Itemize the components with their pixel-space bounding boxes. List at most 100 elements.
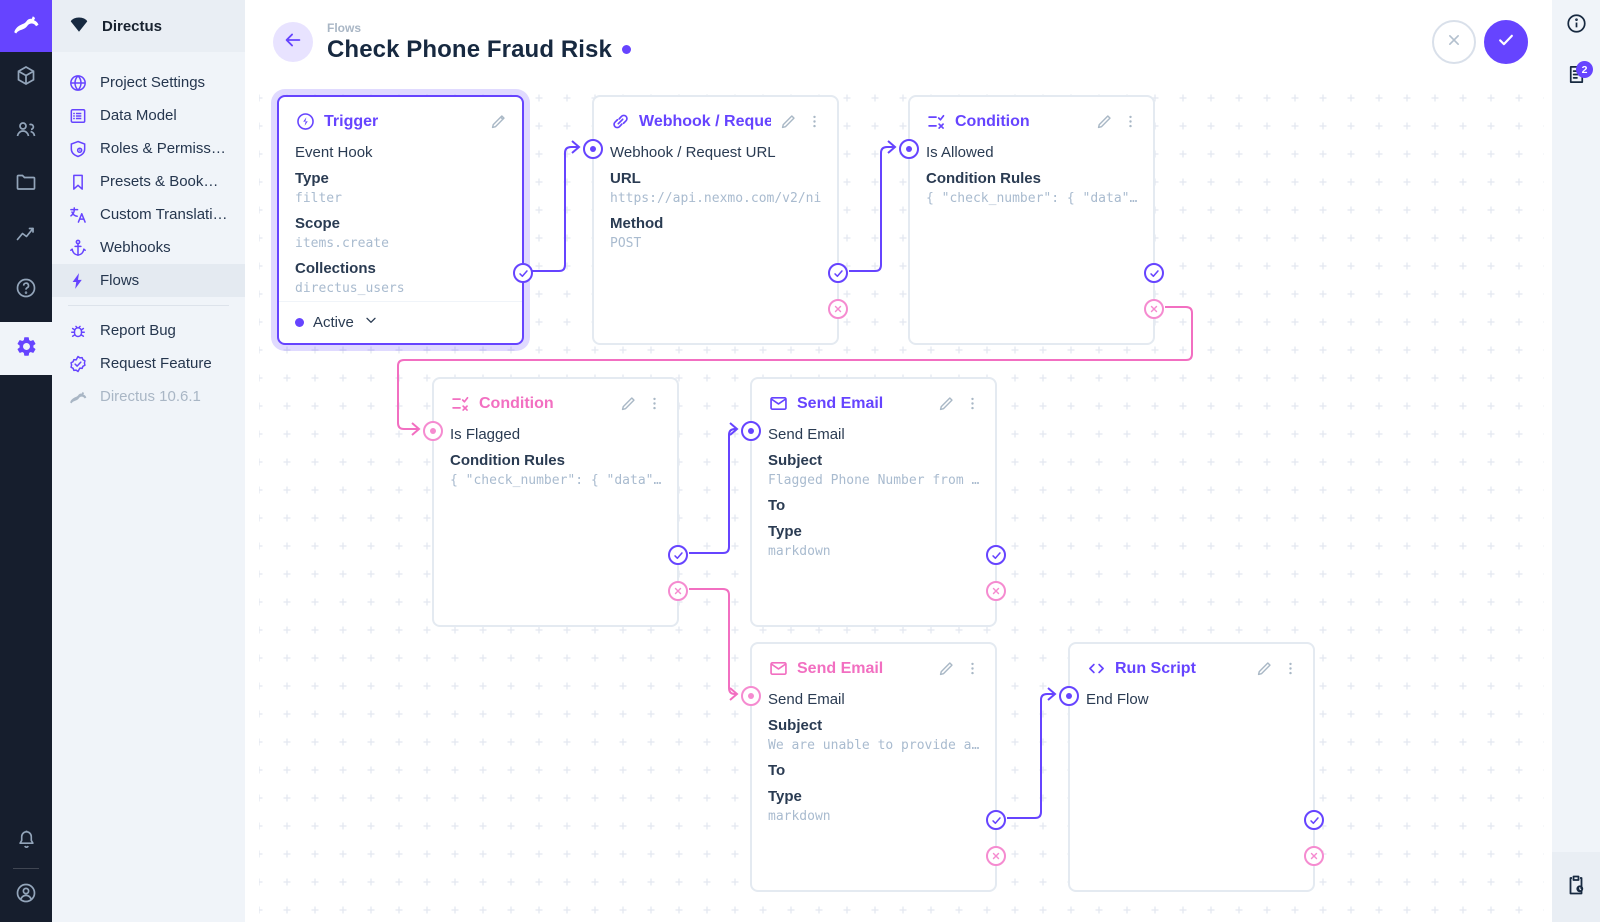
card-title: Send Email — [797, 659, 884, 677]
cube-icon — [14, 64, 38, 93]
directus-logo[interactable] — [0, 0, 52, 52]
verified-icon — [68, 354, 88, 374]
input-connector[interactable] — [1059, 686, 1079, 706]
module-settings[interactable] — [0, 322, 52, 375]
input-connector[interactable] — [741, 421, 761, 441]
module-help[interactable] — [0, 264, 52, 317]
more-options-icon[interactable] — [1282, 660, 1299, 677]
field-value: https://api.nexmo.com/v2/ni — [610, 191, 821, 206]
reject-connector[interactable] — [986, 581, 1006, 601]
field-value: Flagged Phone Number from … — [768, 473, 979, 488]
input-connector[interactable] — [741, 686, 761, 706]
sidebar-bottom-section — [1552, 852, 1600, 922]
account-button[interactable] — [0, 869, 52, 922]
save-button[interactable] — [1484, 20, 1528, 64]
more-options-icon[interactable] — [1122, 113, 1139, 130]
pending-revisions-button[interactable] — [1552, 861, 1600, 913]
logs-count-badge: 2 — [1576, 61, 1593, 78]
module-users[interactable] — [0, 105, 52, 158]
more-options-icon[interactable] — [964, 660, 981, 677]
logs-button[interactable]: 2 — [1552, 52, 1600, 102]
edit-icon[interactable] — [489, 112, 508, 131]
sidebar-item-presets-bookmarks[interactable]: Presets & Bookmarks — [52, 165, 245, 198]
sidebar-item-request-feature[interactable]: Request Feature — [52, 347, 245, 380]
sidebar-item-webhooks[interactable]: Webhooks — [52, 231, 245, 264]
edit-icon[interactable] — [1095, 112, 1114, 131]
close-icon — [1444, 30, 1464, 55]
resolve-connector[interactable] — [668, 545, 688, 565]
card-title: Condition — [955, 112, 1030, 130]
sidebar-item-roles-permissions[interactable]: Roles & Permissions — [52, 132, 245, 165]
breadcrumb: Flows — [327, 20, 362, 35]
card-title: Send Email — [797, 394, 884, 412]
project-header[interactable]: Directus — [52, 0, 245, 52]
field-name: Send Email — [768, 691, 845, 708]
module-content[interactable] — [0, 52, 52, 105]
list-icon — [68, 106, 88, 126]
notifications-button[interactable] — [0, 815, 52, 868]
flow-card-run-script[interactable]: Run Script End Flow — [1059, 642, 1324, 892]
input-connector[interactable] — [583, 139, 603, 159]
back-button[interactable] — [273, 22, 313, 62]
edit-icon[interactable] — [779, 112, 798, 131]
edge-flagged-resolve — [689, 428, 736, 554]
sidebar-item-label: Report Bug — [100, 322, 176, 339]
field-name: End Flow — [1086, 691, 1149, 708]
sidebar-item-project-settings[interactable]: Project Settings — [52, 66, 245, 99]
sidebar-item-flows[interactable]: Flows — [52, 264, 245, 297]
field-value: directus_users — [295, 281, 405, 296]
module-files[interactable] — [0, 158, 52, 211]
edit-icon[interactable] — [937, 659, 956, 678]
bolt-circle-icon — [295, 111, 316, 132]
account-icon — [14, 881, 38, 910]
resolve-connector[interactable] — [513, 263, 533, 283]
globe-icon — [68, 73, 88, 93]
field-name: Event Hook — [295, 144, 373, 161]
edge-condition-reject — [397, 306, 1193, 430]
more-options-icon[interactable] — [964, 395, 981, 412]
resolve-connector[interactable] — [986, 545, 1006, 565]
resolve-connector[interactable] — [1144, 263, 1164, 283]
arrow-left-icon — [282, 29, 304, 56]
discard-changes-button[interactable] — [1432, 20, 1476, 64]
reject-connector[interactable] — [1144, 299, 1164, 319]
input-connector[interactable] — [899, 139, 919, 159]
reject-connector[interactable] — [668, 581, 688, 601]
page-header: Flows Check Phone Fraud Risk — [245, 0, 1552, 84]
resolve-connector[interactable] — [828, 263, 848, 283]
resolve-connector[interactable] — [1304, 810, 1324, 830]
sidebar-item-custom-translations[interactable]: Custom Translations — [52, 198, 245, 231]
edit-icon[interactable] — [619, 394, 638, 413]
status-dot — [295, 318, 304, 327]
edit-icon[interactable] — [937, 394, 956, 413]
sidebar-item-data-model[interactable]: Data Model — [52, 99, 245, 132]
reject-connector[interactable] — [986, 846, 1006, 866]
email-icon — [768, 393, 789, 414]
gear-icon — [15, 335, 38, 363]
input-connector[interactable] — [423, 421, 443, 441]
resolve-connector[interactable] — [986, 810, 1006, 830]
sidebar-item-directus-10-6-1: Directus 10.6.1 — [52, 380, 245, 413]
field-name: Send Email — [768, 426, 845, 443]
info-button[interactable] — [1552, 0, 1600, 52]
insights-icon — [14, 223, 38, 252]
reject-connector[interactable] — [1304, 846, 1324, 866]
more-options-icon[interactable] — [806, 113, 823, 130]
flow-card-webhook[interactable]: Webhook / Request URL Webhook / Request … — [583, 95, 848, 345]
module-insights[interactable] — [0, 211, 52, 264]
more-options-icon[interactable] — [646, 395, 663, 412]
flow-status-dropdown[interactable]: Active — [279, 301, 522, 343]
field-label: Type — [295, 170, 329, 187]
reject-connector[interactable] — [828, 299, 848, 319]
sidebar-item-report-bug[interactable]: Report Bug — [52, 314, 245, 347]
edit-icon[interactable] — [1255, 659, 1274, 678]
